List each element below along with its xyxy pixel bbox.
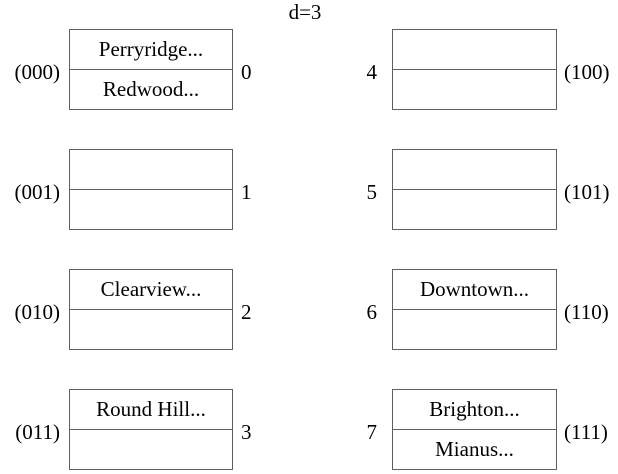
bucket-5-box [392, 149, 557, 230]
bucket-5-cell-top [393, 150, 556, 190]
bucket-1-binary-label: (001) [14, 180, 61, 204]
bucket-5-binary-label: (101) [564, 180, 610, 204]
bucket-4-number: 4 [366, 60, 378, 84]
bucket-4-cell-bottom [393, 70, 556, 109]
bucket-2-cell-bottom [70, 310, 232, 349]
bucket-4-cell-top [393, 30, 556, 70]
bucket-1-box [69, 149, 233, 230]
bucket-7-cell-top: Brighton... [393, 390, 556, 430]
bucket-4-box [392, 29, 557, 110]
bucket-6-number: 6 [366, 300, 378, 324]
bucket-0-cell-top: Perryridge... [70, 30, 232, 70]
bucket-2-box: Clearview... [69, 269, 233, 350]
bucket-2-binary-label: (010) [14, 300, 61, 324]
bucket-3-cell-bottom [70, 430, 232, 469]
bucket-4-binary-label: (100) [564, 60, 610, 84]
bucket-6-binary-label: (110) [564, 300, 609, 324]
bucket-5-cell-bottom [393, 190, 556, 229]
bucket-7-cell-bottom: Mianus... [435, 437, 514, 461]
bucket-0-number: 0 [241, 60, 252, 84]
bucket-6-cell-top: Downtown... [393, 270, 556, 310]
bucket-7-box: Brighton... Mianus... [392, 389, 557, 470]
bucket-6-box: Downtown... [392, 269, 557, 350]
bucket-7-binary-label: (111) [564, 420, 608, 444]
bucket-3-box: Round Hill... [69, 389, 233, 470]
bucket-1-cell-bottom [70, 190, 232, 229]
bucket-5-number: 5 [366, 180, 378, 204]
bucket-6-cell-bottom [393, 310, 556, 349]
diagram-title: d=3 [288, 0, 322, 24]
bucket-2-cell-top: Clearview... [70, 270, 232, 310]
bucket-0-box: Perryridge... Redwood... [69, 29, 233, 110]
bucket-0-cell-bottom: Redwood... [102, 77, 200, 101]
bucket-3-cell-top: Round Hill... [70, 390, 232, 430]
bucket-1-number: 1 [241, 180, 252, 204]
bucket-2-number: 2 [241, 300, 252, 324]
bucket-3-binary-label: (011) [15, 420, 60, 444]
bucket-7-number: 7 [366, 420, 378, 444]
bucket-0-binary-label: (000) [14, 60, 61, 84]
bucket-1-cell-top [70, 150, 232, 190]
bucket-3-number: 3 [241, 420, 252, 444]
